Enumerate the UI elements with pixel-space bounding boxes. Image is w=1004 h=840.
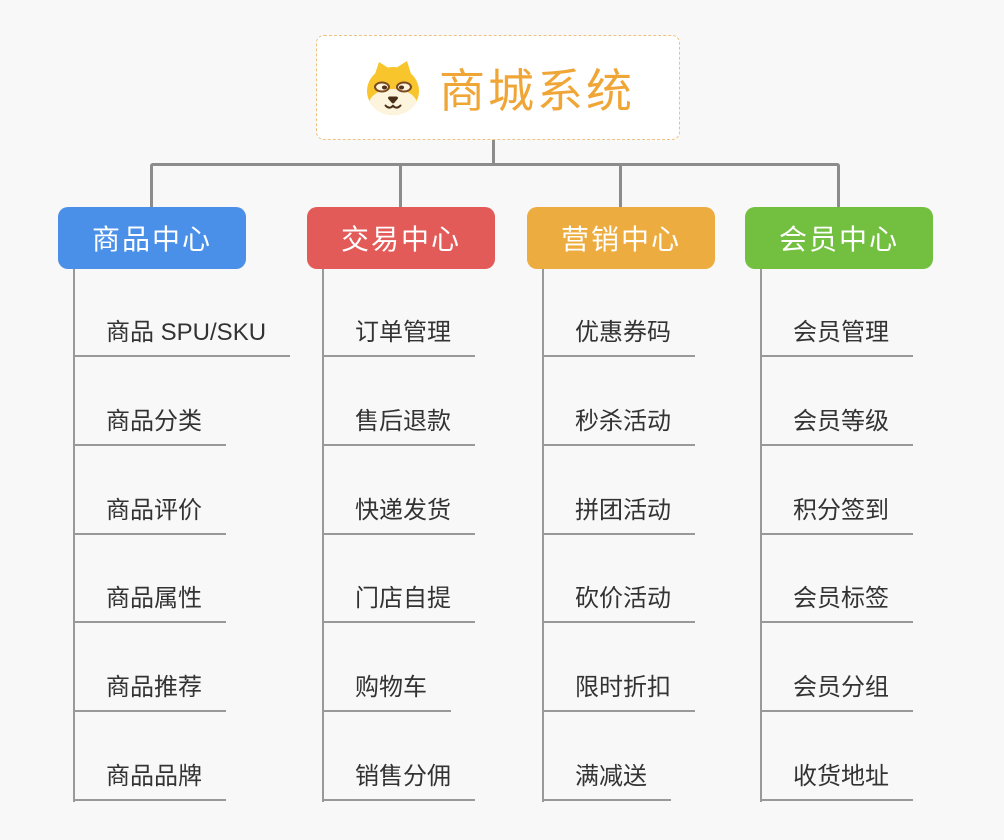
branch-spine [542,269,544,802]
leaf-node[interactable]: 商品 SPU/SKU [73,315,291,357]
branch-trade-center: 交易中心 订单管理 售后退款 快递发货 门店自提 购物车 销售分佣 [307,0,547,840]
leaf-node[interactable]: 商品评价 [73,493,226,535]
leaf-node[interactable]: 商品品牌 [73,759,226,801]
leaf-node[interactable]: 满减送 [542,759,671,801]
branch-spine [322,269,324,802]
leaf-node[interactable]: 快递发货 [322,493,475,535]
leaf-node[interactable]: 商品属性 [73,581,226,623]
leaf-node[interactable]: 门店自提 [322,581,475,623]
branch-spine [760,269,762,802]
leaf-node[interactable]: 商品分类 [73,404,226,446]
leaf-node[interactable]: 订单管理 [322,315,475,357]
leaf-node[interactable]: 会员标签 [760,581,913,623]
branch-member-center: 会员中心 会员管理 会员等级 积分签到 会员标签 会员分组 收货地址 [745,0,985,840]
branch-header-marketing-center[interactable]: 营销中心 [527,207,715,269]
leaf-node[interactable]: 积分签到 [760,493,913,535]
dog-face-icon [367,60,419,115]
leaf-node[interactable]: 会员等级 [760,404,913,446]
leaf-node[interactable]: 秒杀活动 [542,404,695,446]
leaf-node[interactable]: 优惠券码 [542,315,695,357]
connector-branch-frame [150,163,840,207]
branch-header-trade-center[interactable]: 交易中心 [307,207,495,269]
leaf-node[interactable]: 购物车 [322,670,451,712]
connector-drop-branch3 [619,166,622,207]
branch-header-product-center[interactable]: 商品中心 [58,207,246,269]
leaf-node[interactable]: 会员管理 [760,315,913,357]
connector-drop-branch2 [399,166,402,207]
branch-header-member-center[interactable]: 会员中心 [745,207,933,269]
leaf-node[interactable]: 会员分组 [760,670,913,712]
leaf-node[interactable]: 售后退款 [322,404,475,446]
branch-product-center: 商品中心 商品 SPU/SKU 商品分类 商品评价 商品属性 商品推荐 商品品牌 [58,0,298,840]
leaf-node[interactable]: 收货地址 [760,759,913,801]
leaf-node[interactable]: 砍价活动 [542,581,695,623]
root-node[interactable]: 商城系统 [316,35,680,140]
connector-root-stem [492,140,495,166]
leaf-node[interactable]: 销售分佣 [322,759,475,801]
leaf-node[interactable]: 拼团活动 [542,493,695,535]
root-title: 商城系统 [439,64,635,117]
branch-marketing-center: 营销中心 优惠券码 秒杀活动 拼团活动 砍价活动 限时折扣 满减送 [527,0,767,840]
leaf-node[interactable]: 限时折扣 [542,670,695,712]
branch-spine [73,269,75,802]
leaf-node[interactable]: 商品推荐 [73,670,226,712]
